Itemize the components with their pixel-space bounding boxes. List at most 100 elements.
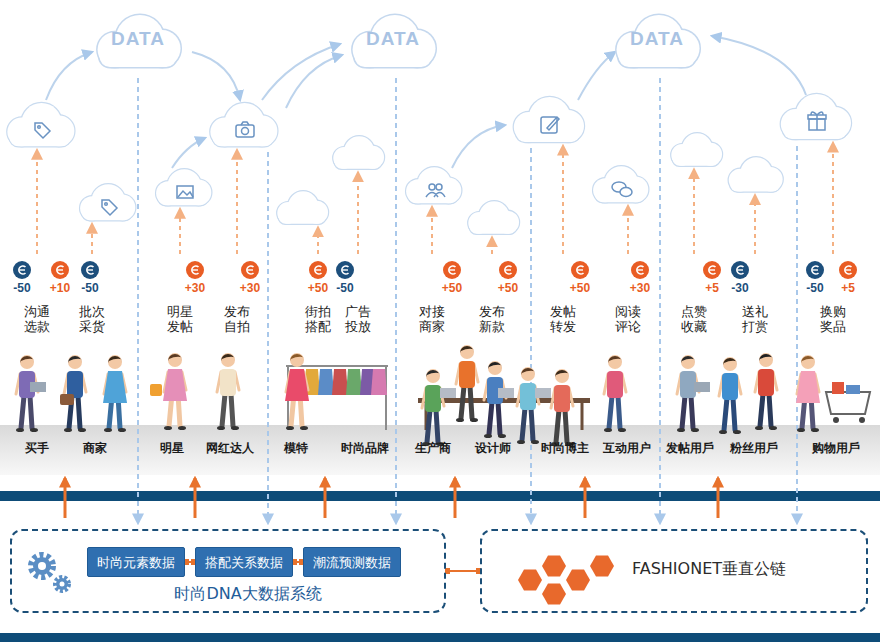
illustration-part — [231, 394, 233, 426]
illustration-part — [236, 125, 254, 137]
illustration-part — [38, 562, 46, 570]
illustration-part — [801, 356, 815, 363]
illustration-part — [737, 269, 743, 270]
data-box: 时尚元素数据 — [87, 547, 185, 577]
illustration-part — [285, 369, 309, 401]
coin-value: -50 — [13, 281, 30, 295]
illustration-part — [279, 211, 325, 224]
coin-value: +50 — [498, 281, 518, 295]
data-flow-line — [530, 148, 532, 523]
coin-icon — [241, 261, 259, 279]
illustration-part — [221, 353, 235, 367]
hexagon-icon — [590, 556, 614, 577]
hexagon-icon — [542, 584, 566, 605]
coin-icon — [51, 261, 69, 279]
data-cloud: DATA — [601, 4, 713, 78]
data-flow-line — [796, 146, 798, 523]
illustration-part — [489, 402, 492, 434]
illustration-part — [470, 221, 516, 234]
action-label: 发帖 转发 — [548, 304, 578, 334]
coin-icon — [631, 261, 649, 279]
illustration-part — [164, 426, 172, 430]
illustration-part — [470, 386, 472, 418]
illustration-part — [673, 153, 719, 166]
illustration-part — [57, 266, 64, 274]
action-arrow — [236, 150, 238, 254]
illustration-part — [730, 178, 780, 192]
flow-curve — [286, 55, 342, 108]
hexagon-icon — [566, 570, 590, 591]
coin-icon — [731, 261, 749, 279]
illustration-part — [555, 370, 569, 377]
illustration-part — [637, 266, 644, 274]
illustration-part — [290, 353, 304, 367]
illustration-part — [332, 369, 348, 395]
illustration-part — [759, 353, 773, 367]
illustration-part — [680, 371, 696, 398]
illustration-part — [279, 211, 325, 224]
action-label: 对接 商家 — [417, 304, 447, 334]
illustration-part — [618, 46, 695, 67]
action-label: 点赞 收藏 — [679, 304, 709, 334]
illustration-part — [67, 371, 83, 398]
action-arrow — [693, 170, 695, 254]
cloud-shape — [593, 166, 648, 202]
action-label: 广告 投放 — [343, 304, 373, 334]
illustration-part — [104, 428, 112, 432]
illustration-part — [677, 428, 685, 432]
illustration-part — [691, 396, 693, 428]
illustration-part — [99, 46, 176, 67]
illustration-part — [178, 426, 186, 430]
timeline-bar — [0, 491, 880, 501]
illustration-part — [769, 394, 771, 426]
illustration-part — [845, 269, 851, 270]
action-label: 发布 新款 — [477, 304, 507, 334]
data-flow-line — [137, 78, 139, 523]
flow-curve — [452, 125, 505, 168]
illustration-part — [103, 371, 127, 403]
illustration-part — [797, 428, 805, 432]
panel-title: FASHIONET垂直公链 — [632, 559, 786, 580]
illustration-part — [470, 418, 478, 422]
bag — [150, 384, 162, 396]
cloud-shape — [406, 167, 461, 203]
coin-icon — [839, 261, 857, 279]
cloud-shape — [729, 157, 783, 191]
illustration-part — [20, 356, 34, 363]
illustration-part — [859, 417, 865, 423]
illustration-part — [371, 369, 387, 395]
illustration-part — [335, 156, 381, 169]
illustration-part — [168, 354, 182, 361]
illustration-part — [737, 266, 744, 274]
shopping-cart — [826, 392, 870, 414]
illustration-part — [286, 426, 294, 430]
coin-value: +30 — [185, 281, 205, 295]
action-label: 批次 采货 — [77, 304, 107, 334]
illustration-part — [759, 354, 773, 361]
action-arrow — [754, 195, 756, 254]
laptop — [694, 382, 710, 392]
illustration-part — [459, 361, 475, 388]
role-label: 商家 — [83, 440, 107, 457]
illustration-part — [426, 193, 445, 198]
action-arrow — [431, 207, 433, 254]
cloud-shape — [156, 169, 211, 205]
illustration-part — [19, 266, 26, 274]
illustration-part — [681, 355, 695, 369]
illustration-part — [498, 434, 506, 438]
illustration-part — [521, 367, 535, 381]
coin-icon — [309, 261, 327, 279]
illustration-part — [19, 269, 25, 270]
illustration-part — [581, 403, 584, 430]
illustration-part — [247, 269, 253, 270]
illustration-part — [99, 46, 176, 67]
illustration-part — [318, 369, 334, 395]
cloud-shape — [468, 201, 519, 233]
coin-value: +50 — [308, 281, 328, 295]
laptop — [498, 388, 514, 398]
illustration-part — [118, 428, 126, 432]
cloud-shape — [277, 191, 328, 223]
illustration-part — [346, 369, 362, 395]
illustration-part — [723, 357, 737, 371]
flow-curve — [712, 36, 806, 95]
